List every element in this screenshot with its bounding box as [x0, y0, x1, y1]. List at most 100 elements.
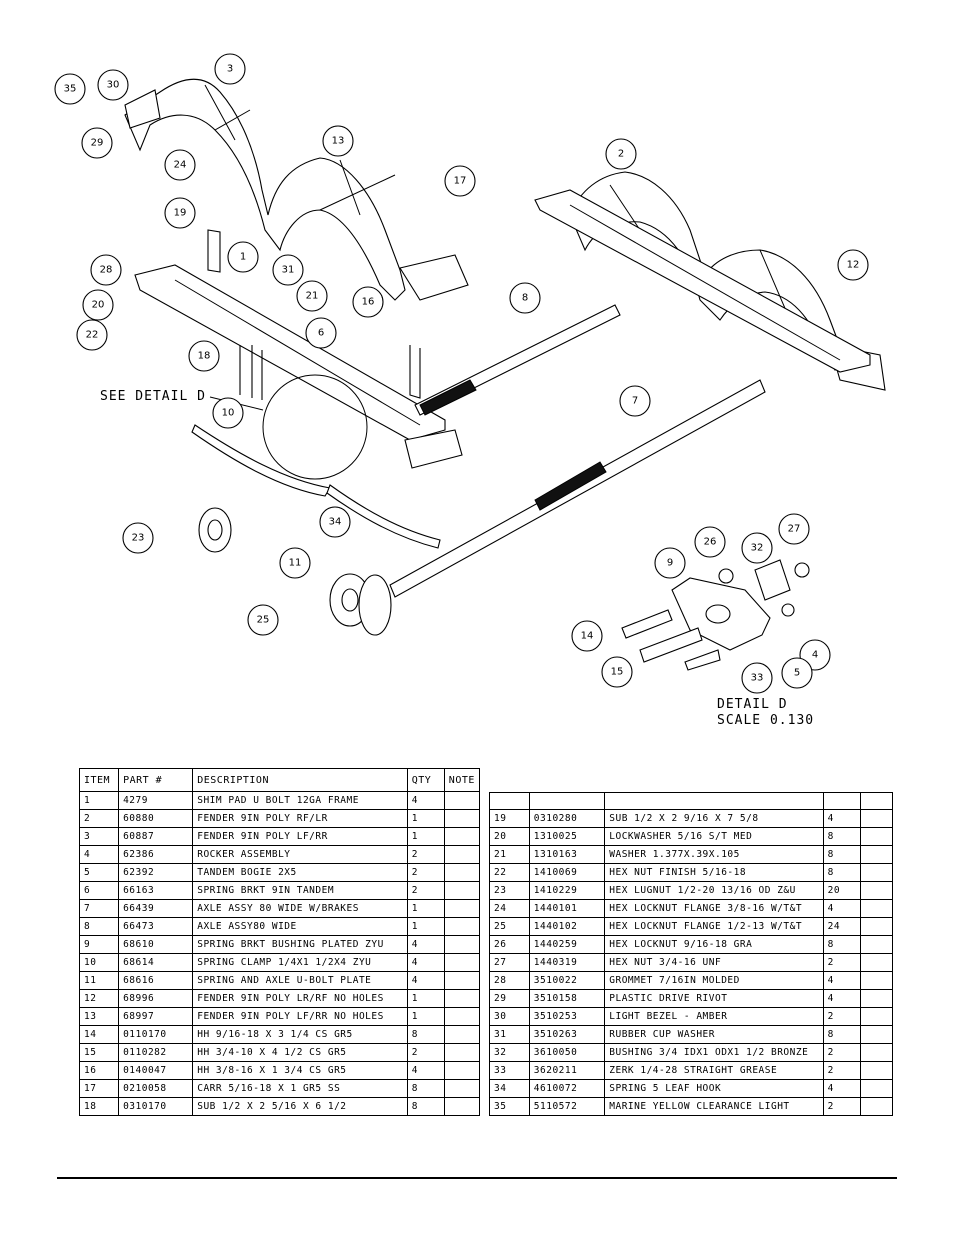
- cell-note: [860, 1061, 893, 1080]
- item-balloon: 15: [601, 656, 633, 688]
- cell-note: [443, 953, 481, 972]
- cell-qty: 2: [822, 953, 862, 972]
- item-balloon-label: 3: [227, 64, 233, 75]
- cell-note: [443, 1007, 481, 1026]
- cell-part: 0140047: [118, 1061, 194, 1080]
- cell-qty: 1: [406, 899, 445, 918]
- cell-item: 25: [489, 917, 530, 936]
- cell-description: SHIM PAD U BOLT 12GA FRAME: [192, 791, 408, 810]
- cell-qty: 4: [822, 809, 862, 828]
- item-balloon-label: 13: [332, 136, 345, 147]
- cell-part: 66473: [118, 917, 194, 936]
- cell-description: AXLE ASSY 80 WIDE W/BRAKES: [192, 899, 408, 918]
- cell-description: HEX LOCKNUT 9/16-18 GRA: [604, 935, 824, 954]
- item-balloon-label: 2: [618, 149, 624, 160]
- cell-description: RUBBER CUP WASHER: [604, 1025, 824, 1044]
- item-balloon-label: 15: [611, 667, 624, 678]
- item-balloon: 23: [122, 522, 154, 554]
- cell-part: 4610072: [528, 1079, 606, 1098]
- page-bottom-rule: [57, 1177, 897, 1179]
- item-balloon: 8: [509, 282, 541, 314]
- cell-part: 1440259: [528, 935, 606, 954]
- cell-item: 15: [78, 1043, 120, 1062]
- item-balloon-label: 7: [632, 396, 638, 407]
- cell-note: [443, 845, 481, 864]
- item-balloon: 24: [164, 149, 196, 181]
- cell-part: 1310025: [528, 827, 606, 846]
- cell-note: [860, 863, 893, 882]
- cell-note: [860, 1025, 893, 1044]
- cell-part: 0110282: [118, 1043, 194, 1062]
- item-balloon: 2: [605, 138, 637, 170]
- cell-qty: 2: [406, 845, 445, 864]
- cell-part: 1440319: [528, 953, 606, 972]
- item-balloon-label: 9: [667, 558, 673, 569]
- cell-item: 23: [489, 881, 530, 900]
- cell-description: SPRING BRKT 9IN TANDEM: [192, 881, 408, 900]
- cell-description: SUB 1/2 X 2 9/16 X 7 5/8: [604, 809, 824, 828]
- cell-qty: 8: [822, 935, 862, 954]
- item-balloon-label: 14: [581, 631, 594, 642]
- cell-item: 6: [78, 881, 120, 900]
- cell-item: 10: [78, 953, 120, 972]
- cell-note: [860, 845, 893, 864]
- cell-part: 60887: [118, 827, 194, 846]
- item-balloon: 35: [54, 73, 86, 105]
- axle-8: [414, 304, 621, 416]
- cell-item: 14: [78, 1025, 120, 1044]
- cell-note: [443, 1079, 481, 1098]
- cell-item: 18: [78, 1097, 120, 1116]
- item-balloon-label: 22: [86, 330, 99, 341]
- detail-d-callout-circle: [262, 374, 368, 480]
- cell-part: 0210058: [118, 1079, 194, 1098]
- hub-right: [329, 573, 392, 636]
- cell-qty: 2: [406, 1043, 445, 1062]
- cell-note: [860, 809, 893, 828]
- cell-note: [860, 827, 893, 846]
- cell-description: HEX LUGNUT 1/2-20 13/16 OD Z&U: [604, 881, 824, 900]
- cell-description: FENDER 9IN POLY LR/RF NO HOLES: [192, 989, 408, 1008]
- cell-note: [860, 1043, 893, 1062]
- cell-description: HEX NUT 3/4-16 UNF: [604, 953, 824, 972]
- item-balloon: 21: [296, 280, 328, 312]
- item-balloon-label: 31: [282, 265, 295, 276]
- item-balloon-label: 11: [289, 558, 302, 569]
- cell-qty: 1: [406, 827, 445, 846]
- item-balloon-label: 26: [704, 537, 717, 548]
- item-balloon-label: 35: [64, 84, 77, 95]
- cell-part: 1410069: [528, 863, 606, 882]
- leaf-springs: [191, 424, 441, 549]
- cell-qty: 1: [406, 1007, 445, 1026]
- cell-note: [443, 809, 481, 828]
- cell-description: HEX LOCKNUT FLANGE 1/2-13 W/T&T: [604, 917, 824, 936]
- cell-description: LIGHT BEZEL - AMBER: [604, 1007, 824, 1026]
- item-balloon-label: 1: [240, 252, 246, 263]
- item-balloon: 14: [571, 620, 603, 652]
- cell-note: [443, 935, 481, 954]
- cell-description: GROMMET 7/16IN MOLDED: [604, 971, 824, 990]
- cell-item: 31: [489, 1025, 530, 1044]
- cell-qty: 1: [406, 809, 445, 828]
- item-balloon-label: 29: [91, 138, 104, 149]
- cell-note: [443, 881, 481, 900]
- item-balloon: 28: [90, 254, 122, 286]
- item-balloon: 31: [272, 254, 304, 286]
- item-balloon: 9: [654, 547, 686, 579]
- cell-note: [443, 917, 481, 936]
